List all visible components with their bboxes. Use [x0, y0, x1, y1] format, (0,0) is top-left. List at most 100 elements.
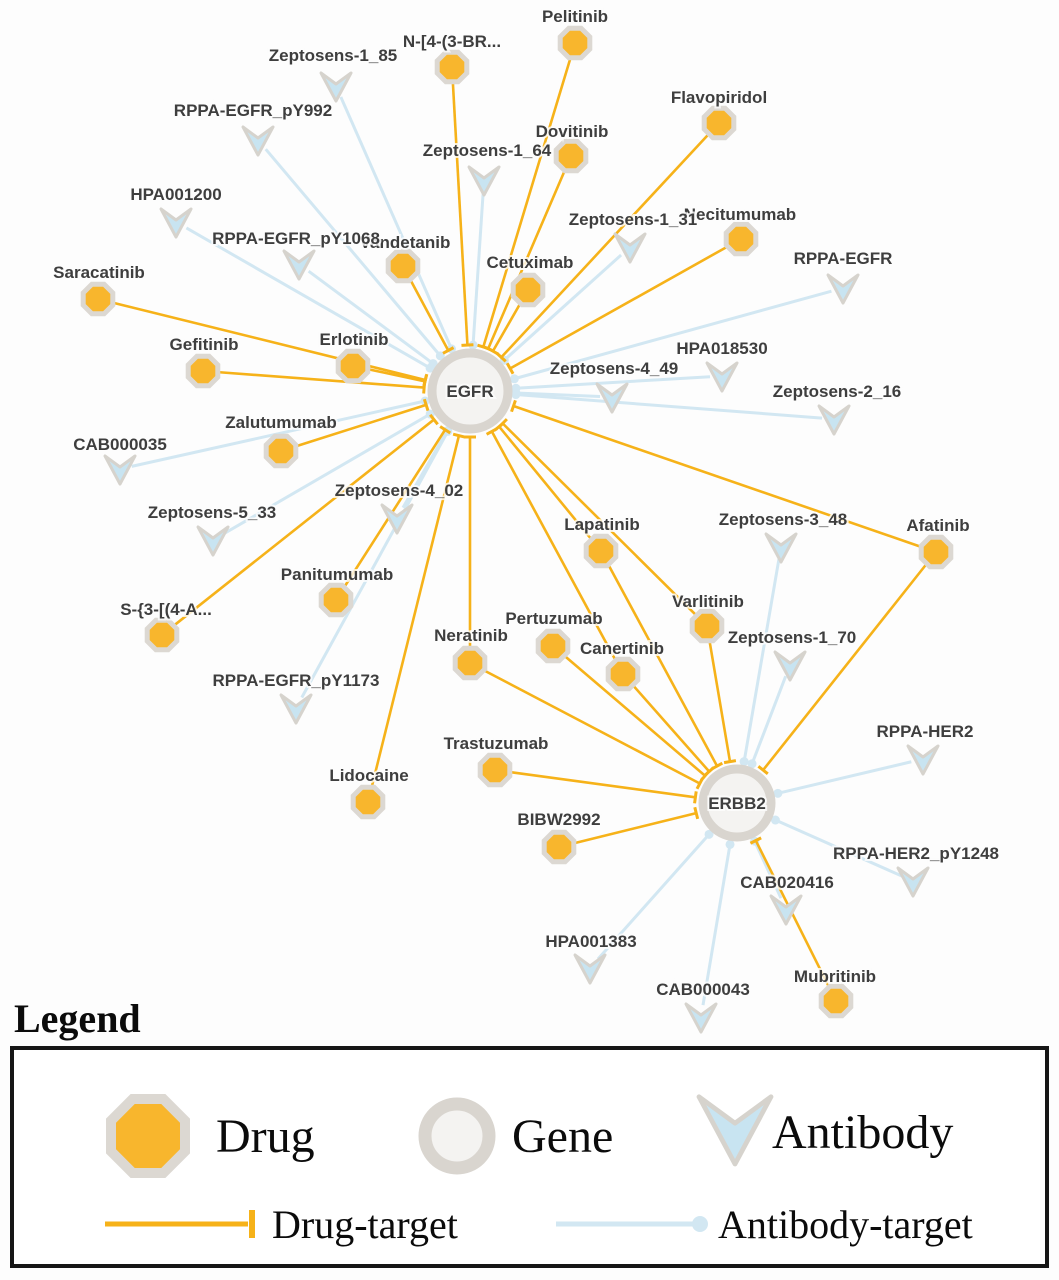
drug-node-necitumumab[interactable] [723, 221, 759, 257]
drug-node-pertuzumab[interactable] [535, 628, 571, 664]
drug-edge-tee-cap [422, 398, 430, 412]
drug-node-canertinib[interactable] [605, 656, 641, 692]
drug-node-erlotinib[interactable] [335, 348, 371, 384]
node-label: Lapatinib [564, 515, 640, 534]
antibody-node-zep4_49[interactable] [595, 382, 629, 414]
antibody-target-edge [701, 844, 732, 1006]
gene-node-EGFR[interactable]: EGFR [427, 348, 513, 434]
node-label: RPPA-EGFR_pY1173 [213, 671, 380, 690]
antibody-node-rppa_py1173[interactable] [279, 693, 313, 725]
drug-node-s34a[interactable] [144, 617, 180, 653]
antibody-target-edge [774, 818, 903, 878]
gene-node-ERBB2[interactable]: ERBB2 [698, 764, 776, 842]
drug-octagon-icon [350, 784, 386, 820]
antibody-edge-dot-cap [739, 757, 749, 767]
antibody-node-rppa_py1068[interactable] [282, 249, 316, 281]
node-label: RPPA-EGFR_pY992 [174, 101, 332, 120]
drug-node-lapatinib[interactable] [583, 533, 619, 569]
drug-node-trastuzumab[interactable] [477, 752, 513, 788]
node-label: Zeptosens-4_02 [335, 481, 464, 500]
node-label: HPA018530 [676, 339, 767, 358]
antibody-target-edge [131, 399, 426, 468]
node-label: Vandetanib [360, 233, 451, 252]
drug-target-edge [490, 430, 618, 662]
drug-node-afatinib[interactable] [918, 534, 954, 570]
antibody-chevron-icon [103, 454, 137, 486]
antibody-node-rppa_her2_py1248[interactable] [896, 866, 930, 898]
edge-layer [112, 56, 928, 1006]
drug-node-dovitinib[interactable] [553, 138, 589, 174]
antibody-node-hpa018530[interactable] [705, 361, 739, 393]
drug-octagon-icon [385, 248, 421, 284]
antibody-node-zep3_48[interactable] [764, 532, 798, 564]
antibody-target-edge [513, 289, 832, 381]
drug-edge-tee-cap [497, 418, 508, 429]
antibody-chevron-icon [684, 1002, 718, 1034]
antibody-node-zep1_70[interactable] [773, 650, 807, 682]
drug-node-zalutumumab[interactable] [263, 433, 299, 469]
antibody-node-zep4_02[interactable] [380, 503, 414, 535]
antibody-node-cab020416[interactable] [769, 894, 803, 926]
drug-octagon-icon [535, 628, 571, 664]
drug-node-cetuximab[interactable] [510, 272, 546, 308]
antibody-edge-dot-cap [773, 788, 783, 798]
drug-node-n4br[interactable] [434, 49, 470, 85]
drug-node-lidocaine[interactable] [350, 784, 386, 820]
drug-target-edge [482, 56, 572, 348]
antibody-node-hpa001200[interactable] [159, 207, 193, 239]
antibody-node-zep1_85[interactable] [319, 71, 353, 103]
antibody-chevron-icon [319, 71, 353, 103]
node-label: Lidocaine [329, 766, 408, 785]
drug-octagon-icon [335, 348, 371, 384]
drug-node-varlitinib[interactable] [689, 608, 725, 644]
node-label: Canertinib [580, 639, 664, 658]
antibody-node-zep1_31[interactable] [613, 232, 647, 264]
node-label: Saracatinib [53, 263, 145, 282]
node-label: Afatinib [906, 516, 969, 535]
antibody-chevron-icon [279, 693, 313, 725]
drug-target-edge [501, 422, 698, 617]
drug-octagon-icon [918, 534, 954, 570]
antibody-target-edge [185, 226, 431, 370]
antibody-node-zep1_64[interactable] [467, 165, 501, 197]
drug-edge-tee-cap [495, 352, 507, 363]
node-label: Gefitinib [170, 335, 239, 354]
antibody-node-cab000043[interactable] [684, 1002, 718, 1034]
drug-node-bibw2992[interactable] [541, 829, 577, 865]
drug-octagon-icon [144, 617, 180, 653]
node-label: Erlotinib [320, 330, 389, 349]
node-label: HPA001200 [130, 185, 221, 204]
drug-node-flavopiridol[interactable] [701, 105, 737, 141]
node-label: Zeptosens-1_31 [569, 210, 698, 229]
node-label: CAB020416 [740, 873, 834, 892]
antibody-node-cab000035[interactable] [103, 454, 137, 486]
drug-node-panitumumab[interactable] [318, 582, 354, 618]
antibody-node-rppa_egfr[interactable] [826, 273, 860, 305]
antibody-target-edge [300, 430, 450, 699]
antibody-chevron-icon [241, 125, 275, 157]
node-label: Trastuzumab [444, 734, 549, 753]
drug-node-mubritinib[interactable] [818, 983, 854, 1019]
node-label: Dovitinib [536, 122, 609, 141]
antibody-chevron-icon [595, 382, 629, 414]
antibody-node-rppa_py992[interactable] [241, 125, 275, 157]
drug-target-edge [451, 81, 469, 346]
gene-circle-icon [698, 764, 776, 842]
drug-node-pelitinib[interactable] [557, 25, 593, 61]
legend-gene-label: Gene [512, 1110, 613, 1163]
drug-node-gefitinib[interactable] [185, 353, 221, 389]
antibody-node-zep5_33[interactable] [196, 525, 230, 557]
antibody-target-edge [596, 833, 711, 961]
antibody-node-zep2_16[interactable] [817, 404, 851, 436]
drug-edge-tee-cap [422, 375, 428, 388]
antibody-node-hpa001383[interactable] [573, 953, 607, 985]
drug-node-saracatinib[interactable] [80, 281, 116, 317]
node-label: Zeptosens-1_64 [423, 141, 552, 160]
node-layer: EGFR ERBB2 [80, 25, 954, 1034]
legend-antibody-chevron-icon [696, 1094, 774, 1167]
antibody-node-rppa_her2[interactable] [906, 744, 940, 776]
drug-node-neratinib[interactable] [452, 645, 488, 681]
drug-node-vandetanib[interactable] [385, 248, 421, 284]
drug-edge-tee-cap [505, 362, 515, 375]
